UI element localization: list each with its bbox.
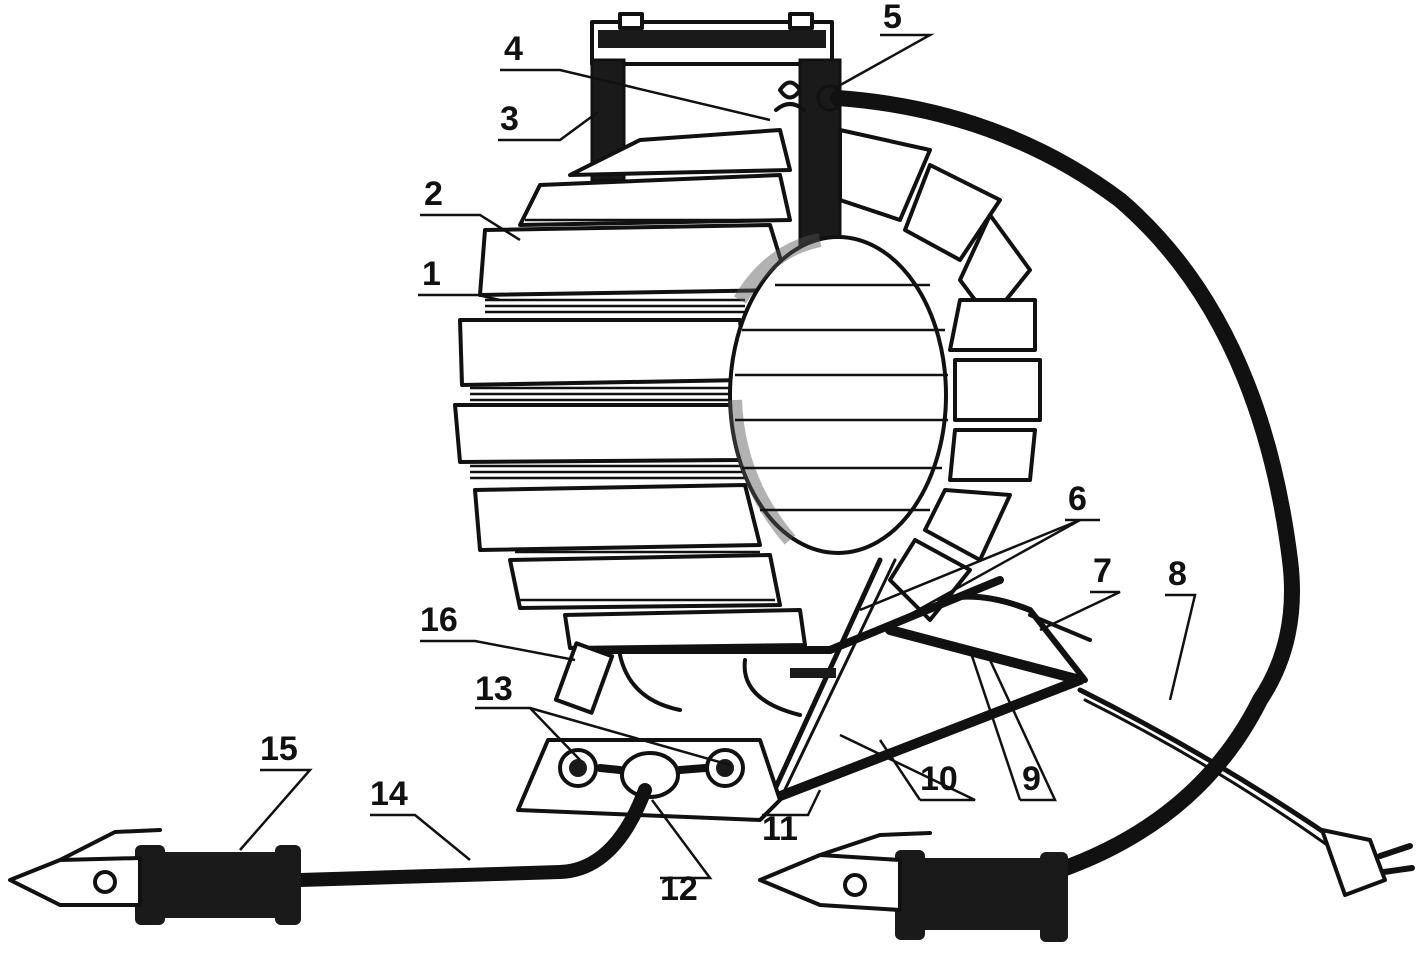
- callout-2: 2: [424, 175, 443, 213]
- welding-cable-left: [293, 783, 652, 887]
- output-leads: [553, 557, 1092, 805]
- toroid-core: [453, 128, 1042, 650]
- callout-8: 8: [1168, 555, 1187, 593]
- electrode-holder-left: [8, 828, 301, 925]
- callout-labels: 1 2 3 4 5 6 7 8 9 10 11 12 13 14 15 16: [260, 0, 1187, 908]
- leader-lines: [239, 33, 1197, 880]
- callout-9: 9: [1022, 760, 1041, 798]
- toroid-front-face: [728, 233, 948, 555]
- mains-cable: [830, 90, 1353, 878]
- callout-12: 12: [660, 870, 698, 908]
- callout-10: 10: [920, 760, 958, 798]
- callout-16: 16: [420, 601, 458, 639]
- callout-14: 14: [370, 775, 408, 813]
- callout-7: 7: [1093, 552, 1112, 590]
- ground-clamp-right: [758, 831, 1068, 942]
- callout-15: 15: [260, 730, 298, 768]
- core-laminations: [470, 218, 775, 602]
- callout-11: 11: [762, 810, 798, 848]
- callout-5: 5: [883, 0, 902, 36]
- callout-6: 6: [1068, 480, 1087, 518]
- callout-3: 3: [500, 100, 519, 138]
- terminal-plate: [516, 738, 782, 822]
- callout-4: 4: [504, 30, 523, 68]
- callout-13: 13: [475, 670, 513, 708]
- mains-plug: [1320, 828, 1415, 897]
- callout-1: 1: [422, 255, 441, 293]
